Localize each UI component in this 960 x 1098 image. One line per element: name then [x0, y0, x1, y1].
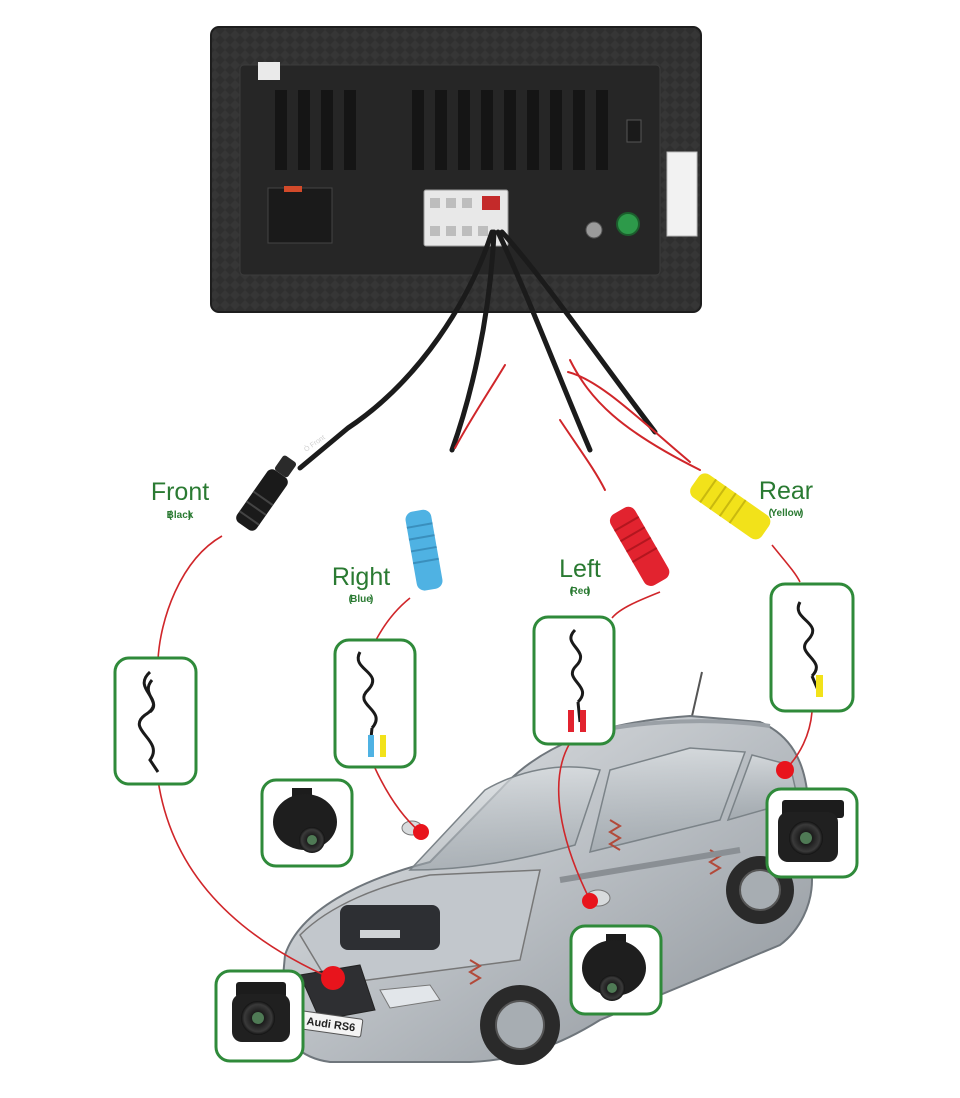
cable-front — [297, 229, 495, 471]
label-rear: Rear ( Yellow ) — [759, 477, 813, 519]
cable-right — [449, 229, 497, 453]
camera-icon — [778, 800, 844, 862]
heatsink-fins — [275, 90, 608, 170]
svg-text:Black: Black — [167, 510, 194, 521]
camera-box-left — [569, 924, 663, 1016]
svg-text:(: ( — [769, 508, 773, 519]
camera-box-right — [260, 778, 354, 868]
svg-text:(: ( — [169, 510, 173, 521]
svg-text:): ) — [800, 508, 803, 519]
svg-text:(: ( — [349, 594, 353, 605]
mount-point-left — [582, 893, 598, 909]
cable-rear — [499, 229, 658, 435]
svg-text:Blue: Blue — [350, 594, 372, 605]
rca-plug-yellow — [690, 473, 771, 540]
svg-text:): ) — [188, 510, 191, 521]
camera-box-front — [214, 969, 305, 1063]
cable-box-right — [333, 638, 417, 769]
cable-harness — [297, 229, 701, 491]
svg-text:Left: Left — [559, 555, 601, 583]
svg-text:Front: Front — [151, 478, 209, 506]
svg-text:(: ( — [570, 586, 574, 597]
camera-icon — [232, 982, 290, 1042]
car-illustration: Audi RS6 — [278, 671, 814, 1065]
engine-cover — [340, 905, 440, 950]
camera-icon — [273, 788, 337, 853]
green-usb-port — [616, 212, 640, 236]
rca-plug-red — [609, 506, 670, 586]
camera-icon — [582, 934, 646, 1001]
extension-cable-icon — [569, 628, 585, 723]
rca-plug-blue — [405, 509, 443, 591]
svg-text:): ) — [587, 586, 590, 597]
cable-left — [495, 229, 593, 453]
antenna-socket — [585, 221, 603, 239]
camera-box-rear — [765, 787, 859, 879]
cable-box-front — [113, 656, 198, 786]
svg-text:Right: Right — [332, 563, 390, 591]
svg-text:Yellow: Yellow — [770, 508, 801, 519]
mount-point-front — [321, 966, 345, 990]
svg-text:): ) — [370, 594, 373, 605]
extension-cable-icon — [137, 670, 160, 773]
rca-plug-black — [236, 455, 297, 531]
iso-connector — [267, 187, 333, 244]
svg-text:Rear: Rear — [759, 477, 813, 505]
cable-box-left — [532, 615, 616, 746]
connection-wires — [157, 535, 813, 981]
label-right: Right ( Blue ) — [332, 563, 390, 605]
spec-label-sticker — [666, 151, 698, 237]
head-unit — [210, 26, 702, 313]
label-front: Front ( Black ) — [151, 478, 209, 521]
svg-text:Red: Red — [571, 586, 590, 597]
mount-point-right — [413, 824, 429, 840]
cable-box-rear — [769, 582, 855, 713]
label-left: Left ( Red ) — [559, 555, 601, 597]
mount-point-rear — [776, 761, 794, 779]
